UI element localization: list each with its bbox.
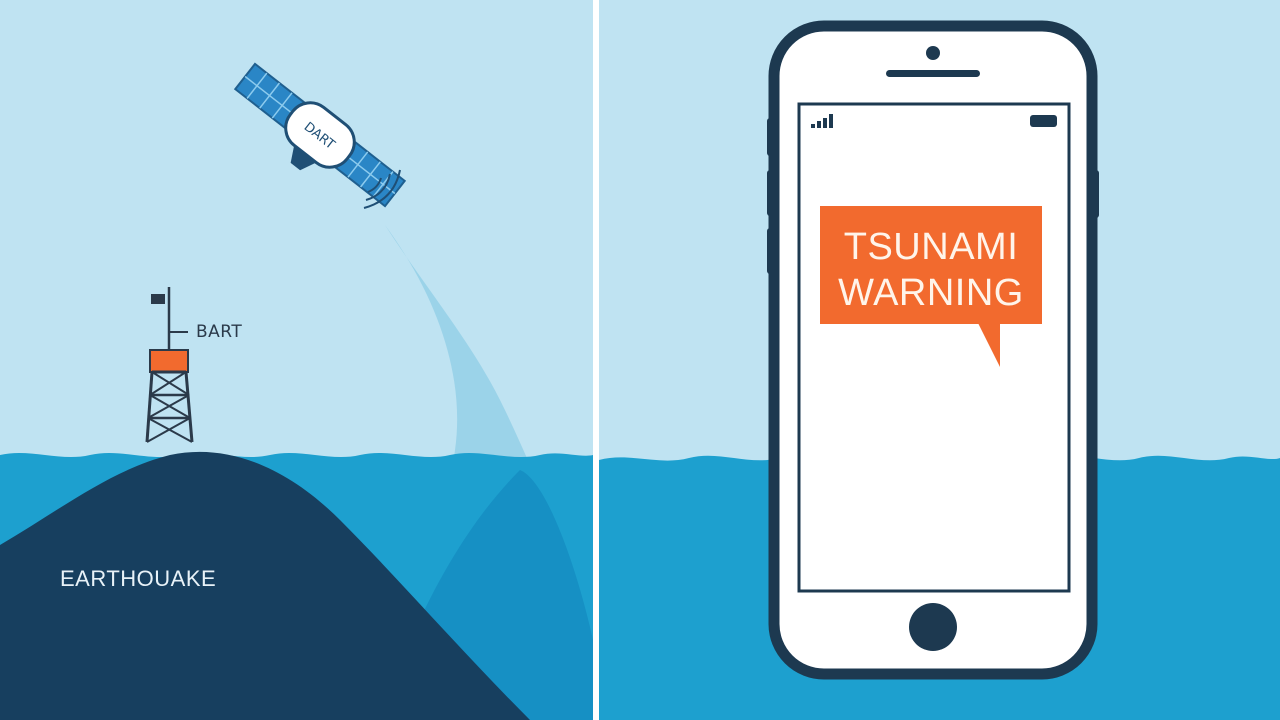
speaker-icon bbox=[886, 70, 980, 77]
radio-waves bbox=[363, 169, 401, 209]
earthquake-label: EARTHOUAKE bbox=[60, 566, 217, 591]
home-button-icon bbox=[909, 603, 957, 651]
phone-icon bbox=[767, 20, 1099, 680]
signal-bars-icon bbox=[811, 114, 833, 128]
camera-icon bbox=[926, 46, 940, 60]
buoy-label: BART bbox=[196, 322, 243, 342]
buoy-icon bbox=[145, 287, 194, 443]
seafloor bbox=[0, 451, 530, 720]
left-scene: DART bbox=[0, 0, 593, 720]
left-panel: DART BART EARTHOUAKE bbox=[0, 0, 593, 720]
alert-line-2: WARNING bbox=[838, 272, 1024, 314]
tsunami-warning-alert[interactable]: TSUNAMI WARNING bbox=[820, 206, 1042, 324]
battery-icon bbox=[1030, 115, 1057, 127]
phone-screen bbox=[797, 102, 1071, 593]
right-panel: TSUNAMI WARNING bbox=[599, 0, 1280, 720]
panel-divider bbox=[593, 0, 599, 720]
satellite-icon: DART bbox=[233, 62, 407, 208]
alert-tail bbox=[978, 323, 1000, 367]
alert-line-1: TSUNAMI bbox=[843, 226, 1019, 268]
right-scene bbox=[599, 0, 1280, 720]
